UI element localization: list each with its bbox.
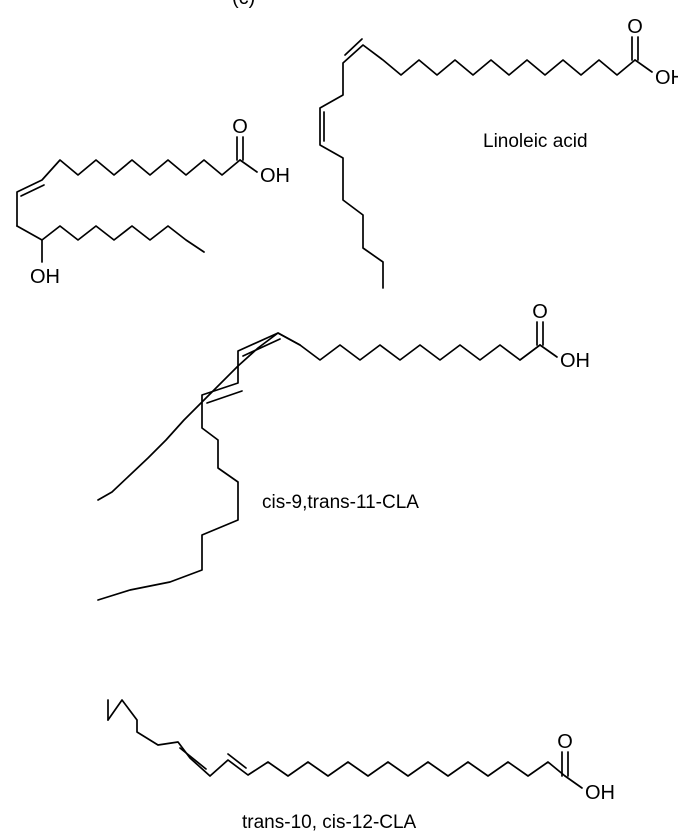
ricinoleic-carbonyl-o: O bbox=[232, 116, 248, 138]
cla911-trans-double-bond bbox=[206, 390, 243, 404]
linoleic-acid-oh: OH bbox=[655, 67, 678, 89]
cla1012-caption: trans-10, cis-12-CLA bbox=[242, 812, 417, 831]
cla911-chain bbox=[97, 332, 541, 501]
cla911-zigzag bbox=[97, 332, 301, 601]
molecule-cla-10-12: O OH trans-10, cis-12-CLA bbox=[107, 699, 615, 831]
ricinoleic-hydroxyl-oh: OH bbox=[30, 266, 60, 288]
linoleic-caption: Linoleic acid bbox=[483, 131, 588, 152]
ricinoleic-lower-chain bbox=[16, 225, 205, 253]
cla1012-acid-oh-bond bbox=[564, 775, 583, 789]
ricinoleic-cis-double-bond bbox=[20, 184, 45, 197]
cla911-upper-run bbox=[519, 344, 541, 361]
cla911-acid-oh-bond bbox=[539, 344, 558, 358]
panel-label: (c) bbox=[232, 0, 255, 9]
cla1012-acid-oh: OH bbox=[585, 782, 615, 804]
cla911-caption: cis-9,trans-11-CLA bbox=[262, 492, 419, 513]
cla911-carbonyl-o: O bbox=[532, 301, 548, 323]
molecule-linoleic: O OH Linoleic acid bbox=[319, 16, 678, 289]
ricinoleic-acid-oh: OH bbox=[260, 165, 290, 187]
ricinoleic-acid-oh-bond bbox=[239, 159, 258, 173]
linoleic-carbonyl-o: O bbox=[627, 16, 643, 38]
cla911-cis-double-bond bbox=[242, 338, 281, 357]
molecule-cla-9-11: O OH cis-9,trans-11-CLA bbox=[97, 301, 590, 601]
cla1012-trans-double-bond bbox=[227, 753, 247, 769]
cla1012-cis-double-bond bbox=[179, 747, 207, 770]
ricinoleic-main-chain bbox=[16, 159, 241, 227]
linoleic-cis-double-bond-9 bbox=[344, 38, 363, 56]
molecule-ricinoleic: O OH OH bbox=[16, 116, 290, 288]
cla911-acid-oh: OH bbox=[560, 350, 590, 372]
linoleic-acid-oh-bond bbox=[634, 59, 653, 73]
cla1012-chain bbox=[107, 699, 566, 777]
cla1012-carbonyl-o: O bbox=[557, 731, 573, 753]
linoleic-chain bbox=[319, 44, 636, 289]
